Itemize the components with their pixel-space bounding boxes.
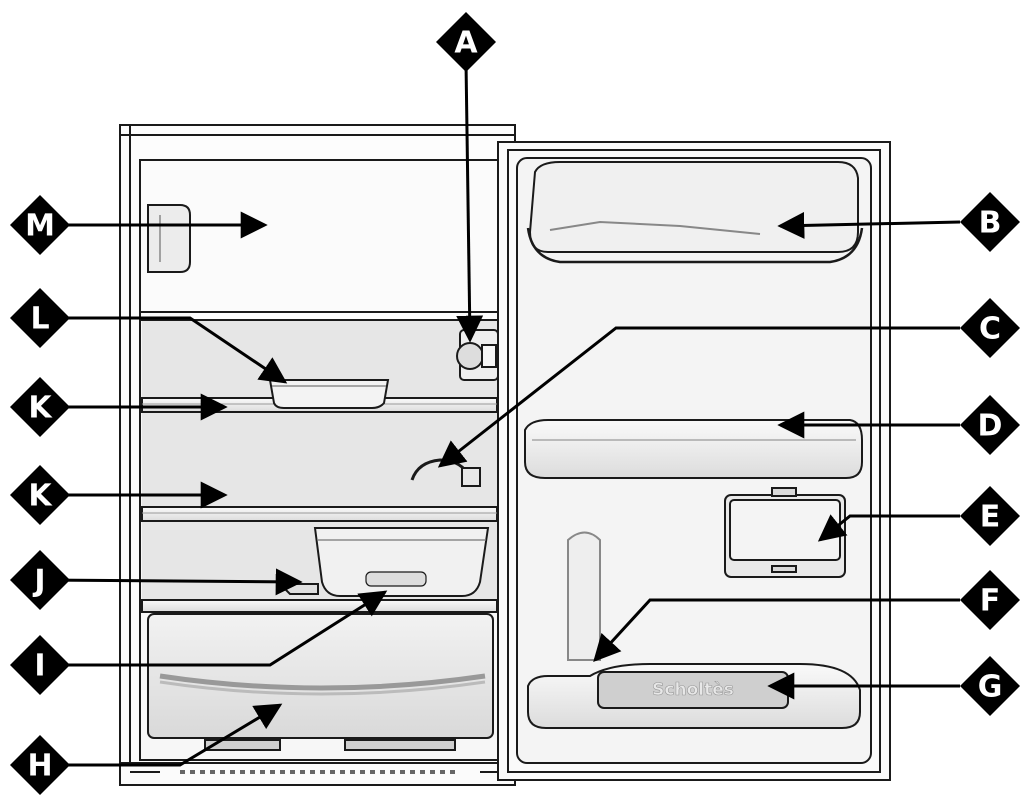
callout-g: G bbox=[960, 656, 1020, 716]
vent-dot bbox=[320, 770, 325, 774]
callout-f-label: F bbox=[980, 584, 1001, 619]
callout-k-upper: K bbox=[10, 377, 70, 437]
callout-a: A bbox=[436, 12, 496, 72]
vent-dot bbox=[290, 770, 295, 774]
callout-j: J bbox=[10, 550, 70, 610]
leader-b bbox=[777, 211, 961, 239]
vent-dot bbox=[410, 770, 415, 774]
vent-dot bbox=[190, 770, 195, 774]
callout-j-label: J bbox=[32, 564, 45, 599]
leader-f bbox=[593, 598, 960, 662]
vent-dot bbox=[380, 770, 385, 774]
vent-dot bbox=[280, 770, 285, 774]
leader-l bbox=[40, 316, 288, 384]
vent-dot bbox=[440, 770, 445, 774]
vent-dot bbox=[250, 770, 255, 774]
leader-a bbox=[456, 61, 484, 343]
door-bottle-shelf bbox=[527, 663, 861, 729]
freezer-compartment bbox=[139, 159, 501, 321]
crisper-drawer bbox=[147, 613, 494, 739]
callout-i: I bbox=[10, 635, 70, 695]
vent-dot bbox=[230, 770, 235, 774]
vent-dot bbox=[400, 770, 405, 774]
vent-dot bbox=[260, 770, 265, 774]
callout-i-label: I bbox=[34, 649, 45, 684]
vent-dot bbox=[300, 770, 305, 774]
vent-dot bbox=[310, 770, 315, 774]
callout-g-label: G bbox=[978, 670, 1003, 705]
leader-c bbox=[437, 326, 960, 468]
butter-compartment bbox=[724, 487, 846, 578]
bottle-holder bbox=[567, 531, 601, 661]
callout-d: D bbox=[960, 395, 1020, 455]
vent-dots bbox=[180, 770, 455, 774]
door-shelf-top bbox=[526, 161, 864, 264]
vent-dot bbox=[210, 770, 215, 774]
egg-tray bbox=[268, 379, 390, 409]
callout-c: C bbox=[960, 298, 1020, 358]
thermostat-knob bbox=[456, 329, 499, 381]
vent-dot bbox=[340, 770, 345, 774]
brand-logo-text: Scholtès bbox=[652, 680, 734, 700]
storage-container bbox=[313, 527, 490, 597]
callout-b: B bbox=[960, 192, 1020, 252]
vent-dot bbox=[330, 770, 335, 774]
callout-k-upper-label: K bbox=[28, 391, 53, 426]
vent-dot bbox=[420, 770, 425, 774]
vent-dot bbox=[390, 770, 395, 774]
callout-h: H bbox=[10, 735, 70, 795]
callout-h-label: H bbox=[27, 749, 52, 784]
callout-e-label: E bbox=[980, 500, 1001, 535]
leader-i bbox=[40, 590, 388, 667]
callout-a-label: A bbox=[454, 26, 478, 61]
callout-k-lower: K bbox=[10, 465, 70, 525]
crisper-cover bbox=[141, 599, 498, 613]
vent-dot bbox=[240, 770, 245, 774]
door-shelf-middle bbox=[524, 419, 863, 479]
vent-dot bbox=[430, 770, 435, 774]
vent-dot bbox=[270, 770, 275, 774]
vent-dot bbox=[450, 770, 455, 774]
callout-k-lower-label: K bbox=[28, 479, 53, 514]
callout-f: F bbox=[960, 570, 1020, 630]
vent-dot bbox=[360, 770, 365, 774]
callout-m: M bbox=[10, 195, 70, 255]
callout-l: L bbox=[10, 288, 70, 348]
callout-d-label: D bbox=[978, 409, 1003, 444]
callout-b-label: B bbox=[979, 206, 1002, 241]
leader-h bbox=[40, 703, 283, 767]
callout-l-label: L bbox=[30, 302, 49, 337]
vent-dot bbox=[350, 770, 355, 774]
callout-m-label: M bbox=[25, 209, 55, 244]
leader-j bbox=[39, 568, 303, 596]
glass-shelf-lower bbox=[141, 506, 498, 522]
vent-dot bbox=[180, 770, 185, 774]
fridge-feet bbox=[204, 739, 456, 751]
vent-dot bbox=[200, 770, 205, 774]
vent-dot bbox=[220, 770, 225, 774]
callout-e: E bbox=[960, 486, 1020, 546]
vent-dot bbox=[370, 770, 375, 774]
leader-e bbox=[817, 514, 960, 542]
callout-c-label: C bbox=[979, 312, 1001, 347]
